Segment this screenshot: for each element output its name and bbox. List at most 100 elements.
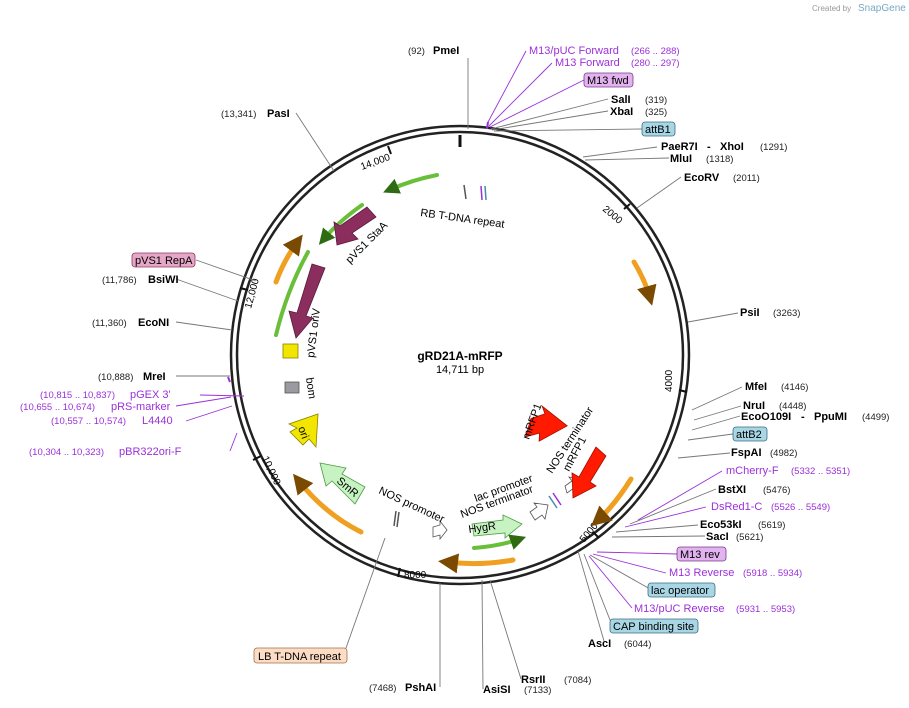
orf-arc <box>274 250 310 337</box>
site-position: (7084) <box>564 675 591 686</box>
leader-line <box>687 312 739 323</box>
site-position: (6044) <box>624 639 651 650</box>
primer-position: (10,655 .. 10,674) <box>20 402 95 413</box>
tick-label: 5000 <box>578 520 601 544</box>
pvs1-staa-arrow <box>333 206 377 246</box>
orf-arc <box>438 553 516 574</box>
attb1-mark <box>484 185 487 201</box>
leader-line <box>229 432 238 452</box>
box-lac-operator-label: lac operator <box>651 585 709 597</box>
rb-tdna-mark <box>463 184 467 200</box>
orf-arc <box>631 259 657 306</box>
primer-position: (266 .. 288) <box>631 46 680 57</box>
site-position: (5476) <box>763 485 790 496</box>
site-position: (13,341) <box>221 109 256 120</box>
orf-arc <box>472 534 527 550</box>
primer-position: (5526 .. 5549) <box>771 502 830 513</box>
leader-line <box>489 579 522 680</box>
leader-line <box>629 488 717 525</box>
box-m13-rev-label: M13 rev <box>680 549 720 561</box>
leader-line <box>175 321 233 331</box>
bom-box <box>284 381 300 394</box>
box-m13-rev <box>676 546 727 562</box>
feature-arrows <box>282 184 607 541</box>
leader-line <box>195 259 257 282</box>
box-attb2 <box>732 426 768 442</box>
lac-promoter-arrow <box>529 502 549 521</box>
site-mfei: MfeI <box>745 381 767 393</box>
site-position: (7468) <box>369 683 396 694</box>
hygr-label: HygR <box>468 520 497 536</box>
leader-lines <box>175 50 743 690</box>
primer-position: (5332 .. 5351) <box>791 466 850 477</box>
site-labels-right: (92) PmeI SalI (319) XbaI (325) PaeR7I -… <box>369 45 889 696</box>
leader-line <box>493 128 644 132</box>
site-econi: EcoNI <box>138 317 169 329</box>
leader-line <box>488 62 553 127</box>
ori-label: ori <box>295 425 310 441</box>
primer-position: (5918 .. 5934) <box>743 568 802 579</box>
lb-tdna-mark <box>396 511 400 528</box>
primer-mark <box>480 185 483 201</box>
site-position: (5619) <box>758 520 785 531</box>
leader-line <box>677 452 731 459</box>
lac-operator-mark <box>548 495 558 509</box>
box-lb-tdna-repeat <box>253 647 348 664</box>
orf-arc <box>591 476 634 527</box>
tick-mark <box>397 567 401 578</box>
credit-text: Created by <box>812 4 851 13</box>
leader-line <box>693 405 742 421</box>
mrfp1-arrow-1 <box>525 405 568 442</box>
leader-line <box>592 553 667 574</box>
site-labels-left: (10,888) MreI (11,360) EcoNI (11,786) Bs… <box>92 108 290 383</box>
leader-line <box>589 554 651 590</box>
site-position: (11,360) <box>92 318 127 329</box>
primer-position: (10,557 .. 10,574) <box>51 416 126 427</box>
hygr-arrow <box>471 514 523 539</box>
leader-line <box>582 146 658 158</box>
leader-line <box>691 415 741 431</box>
leader-line <box>583 553 613 626</box>
leader-line <box>611 535 706 538</box>
site-position: (4982) <box>770 448 797 459</box>
box-cap-binding-site-label: CAP binding site <box>613 621 694 633</box>
snapgene-logo: SnapGene <box>858 3 906 14</box>
orf-arc <box>293 473 364 535</box>
mrfp1-arrow-2 <box>571 446 607 499</box>
site-xhoi: XhoI <box>720 141 744 153</box>
primer-pgex-3: pGEX 3' <box>130 389 171 401</box>
pvs1-oriv-arrow <box>288 263 326 339</box>
orf-arc <box>383 173 439 194</box>
tick-label: 4000 <box>664 369 675 392</box>
box-attb1-label: attB1 <box>645 124 671 136</box>
site-position: (10,888) <box>98 372 133 383</box>
primer-m13-puc-forward: M13/pUC Forward <box>529 45 619 57</box>
site-pasi: PasI <box>267 108 290 120</box>
primer-pbr322ori-f: pBR322ori-F <box>119 446 182 458</box>
site-psii: PsiI <box>740 307 760 319</box>
boxed-labels: M13 fwd attB1 attB2 M13 rev lac operator… <box>131 72 768 664</box>
primer-l4440: L4440 <box>142 415 173 427</box>
leader-line <box>345 537 386 649</box>
leader-line <box>175 278 239 302</box>
tick-label: 12,000 <box>243 277 262 310</box>
site-asci: AscI <box>588 638 611 650</box>
site-position: (4146) <box>781 382 808 393</box>
site-position: (319) <box>645 95 667 106</box>
primer-m13-puc-reverse: M13/pUC Reverse <box>634 603 724 615</box>
leader-line <box>691 386 743 411</box>
primer-labels: M13/pUC Forward (266 .. 288) M13 Forward… <box>20 45 850 615</box>
site-ppumi: PpuMI <box>814 411 847 423</box>
inner-orfs <box>274 173 527 550</box>
lb-tdna-mark <box>393 510 397 527</box>
box-lac-operator <box>647 582 716 598</box>
box-attb1 <box>641 121 676 137</box>
backbone-inner <box>235 130 685 580</box>
smr-arrow <box>319 462 366 505</box>
nos-promoter-label: NOS promoter <box>377 485 447 526</box>
primer-tick <box>227 376 231 383</box>
site-position: (3263) <box>773 308 800 319</box>
site-nrui: NruI <box>743 400 765 412</box>
site-position: (5621) <box>736 532 763 543</box>
